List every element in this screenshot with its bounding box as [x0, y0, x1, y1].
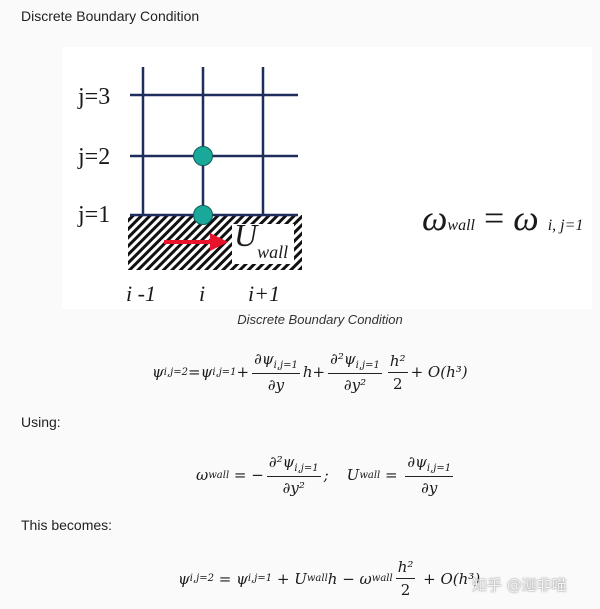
row-label: j=3 — [78, 84, 111, 110]
psi: ψ — [200, 363, 213, 381]
fraction: ∂ψi,j=1 ∂y — [252, 350, 300, 394]
numerator: h² — [387, 352, 408, 373]
col-label: i -1 — [126, 281, 156, 306]
denominator: 2 — [392, 374, 403, 393]
denominator: ∂y — [421, 479, 438, 497]
plus: + — [272, 569, 295, 588]
watermark: 知乎 @迦非喵 — [472, 576, 567, 594]
subscript: wall — [359, 469, 381, 481]
wall-velocity-label: Uwall — [234, 217, 288, 262]
grid-node — [193, 205, 213, 225]
denominator: ∂y² — [343, 376, 367, 394]
subscript: i,j=1 — [294, 463, 319, 474]
using-label: Using: — [21, 414, 61, 430]
row-label: j=1 — [78, 202, 111, 228]
psi: ψ — [178, 569, 190, 588]
denominator: ∂y² — [282, 479, 305, 497]
psi: ψ — [236, 569, 248, 588]
fraction: h² 2 — [395, 558, 416, 599]
grid-node — [193, 146, 213, 166]
fraction: ∂ψi,j=1 ∂y — [405, 453, 454, 497]
plus: + — [312, 363, 326, 381]
subscript: i,j=2 — [189, 573, 214, 584]
subscript: i,j=2 — [163, 366, 188, 378]
col-label: i — [199, 281, 206, 306]
equals: = − — [229, 466, 264, 484]
col-label: i+1 — [248, 281, 280, 306]
equals: = — [213, 569, 237, 588]
becomes-label: This becomes: — [21, 517, 113, 533]
subscript: wall — [208, 469, 230, 481]
omega-subscript: i, j=1 — [547, 217, 584, 234]
boundary-condition-figure: j=3 j=2 j=1 i -1 i i+1 Uwall ωwall = ω i… — [62, 47, 592, 309]
order-term: + O(h³) — [418, 569, 481, 588]
plus: + — [236, 363, 250, 381]
subscript: i,j=1 — [212, 366, 237, 378]
subscript: i,j=1 — [426, 463, 452, 474]
fraction: ∂²ψi,j=1 ∂y² — [328, 350, 382, 394]
u-symbol: U — [234, 217, 258, 253]
arrow-head-icon — [210, 233, 228, 251]
h: h — [302, 363, 313, 381]
numerator: ∂²ψ — [330, 350, 356, 368]
grid-diagram — [128, 67, 302, 270]
denominator: 2 — [400, 581, 411, 599]
numerator: h² — [395, 558, 416, 579]
omega-subscript: wall — [447, 217, 475, 234]
omega-symbol: ω — [513, 198, 539, 238]
section-heading: Discrete Boundary Condition — [21, 8, 200, 24]
omega-symbol: ω — [422, 198, 448, 238]
equals-sign: = — [483, 198, 505, 238]
numerator: ∂²ψ — [268, 453, 295, 471]
subscript: i,j=1 — [273, 360, 298, 371]
numerator: ∂ψ — [407, 453, 427, 471]
u-subscript: wall — [257, 242, 289, 262]
semicolon: ; — [323, 466, 329, 484]
figure-caption: Discrete Boundary Condition — [237, 312, 403, 327]
omega: ω — [196, 466, 209, 484]
omega-wall-equation: ωwall = ω i, j=1 — [422, 197, 583, 239]
h: h — [327, 569, 338, 588]
equals: = — [187, 363, 201, 381]
denominator: ∂y — [267, 376, 285, 394]
subscript: i,j=1 — [355, 360, 380, 371]
numerator: ∂ψ — [254, 350, 274, 368]
u: U — [294, 569, 307, 588]
equals: = — [380, 466, 403, 484]
u: U — [346, 466, 360, 484]
row-label: j=2 — [78, 144, 111, 170]
subscript: wall — [371, 573, 393, 584]
psi: ψ — [152, 363, 164, 381]
subscript: i,j=1 — [247, 573, 273, 584]
fraction: ∂²ψi,j=1 ∂y² — [266, 453, 321, 497]
subscript: wall — [306, 573, 328, 584]
minus: − — [337, 569, 360, 588]
wall-label-box — [232, 224, 294, 264]
order-term: + O(h³) — [410, 363, 468, 381]
omega: ω — [359, 569, 372, 588]
